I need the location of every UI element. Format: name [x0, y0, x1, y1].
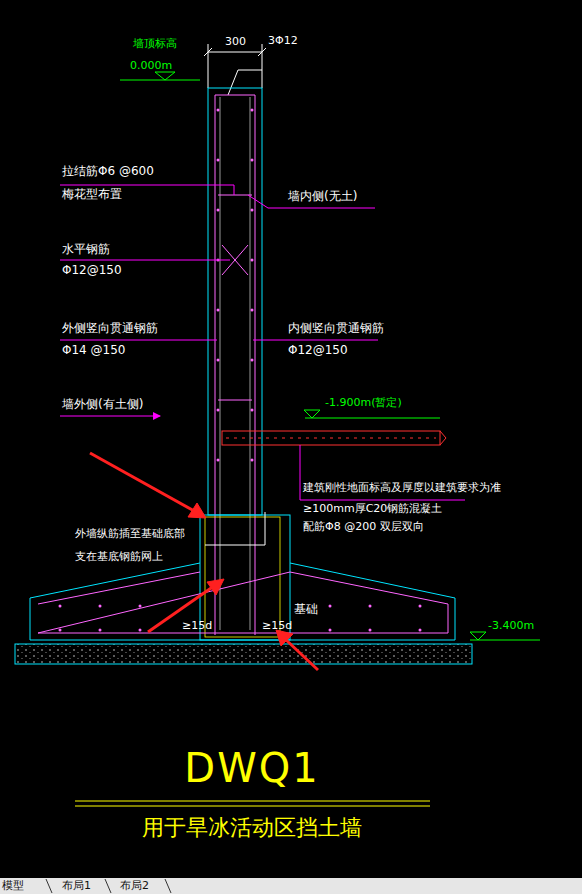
- rebar-note: 外墙纵筋插至基础底部: [75, 528, 185, 541]
- rebar-note: Φ12@150: [62, 264, 122, 278]
- elevation-label: 墙顶标高: [133, 38, 177, 51]
- side-note: 墙外侧(有土侧): [62, 398, 143, 412]
- slab-note: ≥100mm厚C20钢筋混凝土: [303, 503, 442, 516]
- dimension: 300: [225, 36, 246, 49]
- dimension: ≥15d: [182, 620, 212, 633]
- rebar-note: Φ12@150: [288, 344, 348, 358]
- rebar-note: 拉结筋Φ6 @600: [62, 165, 154, 179]
- rebar-note: Φ14 @150: [62, 344, 125, 358]
- part-name: 基础: [294, 603, 318, 617]
- side-note: 墙内侧(无土): [288, 190, 357, 204]
- drawing-caption: 用于旱冰活动区挡土墙: [142, 815, 362, 840]
- slab-note: 配筋Φ8 @200 双层双向: [303, 521, 424, 534]
- rebar-note: 外侧竖向贯通钢筋: [62, 322, 158, 336]
- tab-label: 布局2: [120, 880, 149, 893]
- elevation-value: -1.900m(暂定): [325, 397, 402, 410]
- rebar-note: 梅花型布置: [62, 188, 122, 202]
- rebar-note: 支在基底钢筋网上: [75, 551, 163, 564]
- dimension: ≥15d: [262, 620, 292, 633]
- drawing-title: DWQ1: [184, 745, 319, 791]
- elevation-value: 0.000m: [130, 60, 172, 73]
- rebar-note: 水平钢筋: [62, 243, 110, 257]
- tab-label: 模型: [2, 880, 24, 893]
- rebar-note: 3Φ12: [268, 35, 298, 48]
- rebar-note: 内侧竖向贯通钢筋: [288, 322, 384, 336]
- tab-label: 布局1: [62, 880, 91, 893]
- elevation-value: -3.400m: [488, 620, 534, 633]
- slab-note: 建筑刚性地面标高及厚度以建筑要求为准: [303, 482, 501, 495]
